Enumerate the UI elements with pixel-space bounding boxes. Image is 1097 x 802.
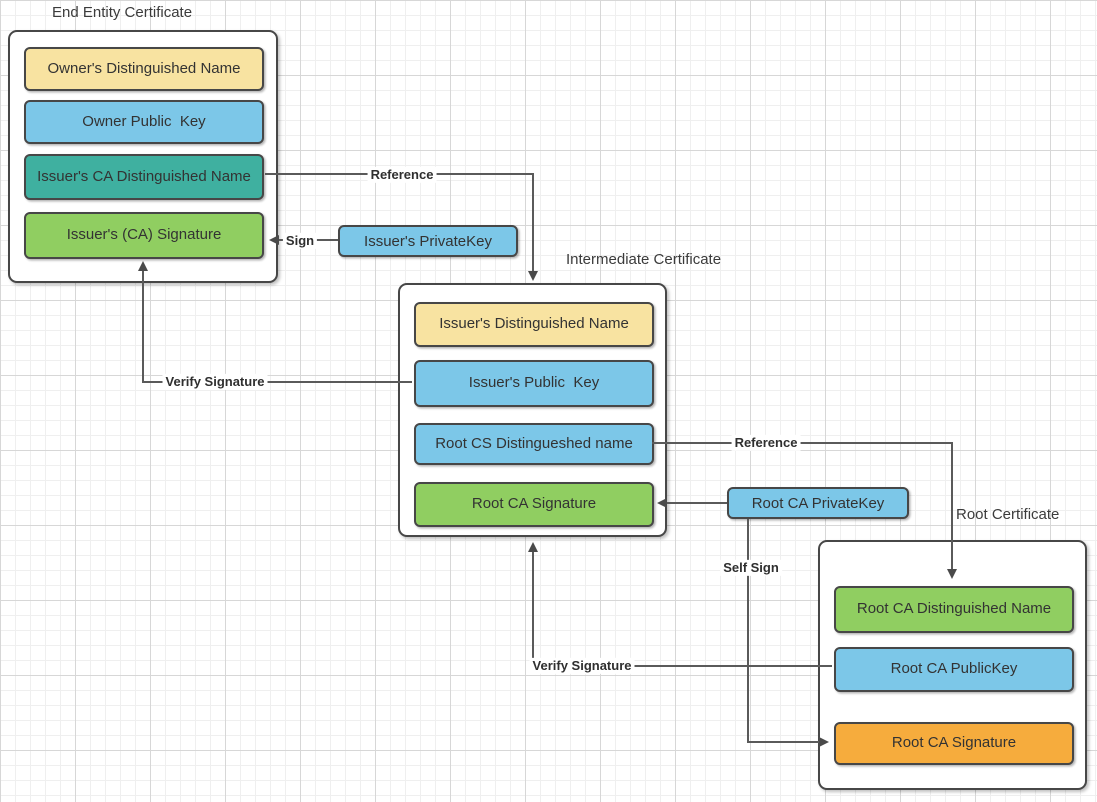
edge-label-verify-signature-bottom: Verify Signature — [529, 657, 635, 675]
root-certificate[interactable]: Root CA Distinguished Name Root CA Publi… — [818, 540, 1087, 790]
end-entity-certificate[interactable]: Owner's Distinguished Name Owner Public … — [8, 30, 278, 283]
edge-label-reference-middle: Reference — [731, 434, 801, 452]
intermediate-certificate[interactable]: Issuer's Distinguished Name Issuer's Pub… — [398, 283, 667, 537]
edge-label-self-sign: Self Sign — [720, 559, 782, 577]
field-issuer-ca-signature[interactable]: Issuer's (CA) Signature — [24, 212, 264, 259]
end-entity-certificate-title: End Entity Certificate — [52, 4, 193, 21]
issuer-private-key-shape[interactable]: Issuer's PrivateKey — [338, 225, 518, 257]
edge-label-reference-top: Reference — [367, 166, 437, 184]
field-root-ca-public-key[interactable]: Root CA PublicKey — [834, 647, 1074, 692]
edge-label-verify-signature-left: Verify Signature — [162, 373, 268, 391]
field-root-ca-signature-root[interactable]: Root CA Signature — [834, 722, 1074, 765]
edge-label-sign: Sign — [282, 232, 318, 250]
field-root-ca-signature-intermediate[interactable]: Root CA Signature — [414, 482, 654, 527]
field-issuer-ca-distinguished-name[interactable]: Issuer's CA Distinguished Name — [24, 154, 264, 200]
field-owner-public-key[interactable]: Owner Public Key — [24, 100, 264, 144]
field-owner-distinguished-name[interactable]: Owner's Distinguished Name — [24, 47, 264, 91]
field-root-cs-distinguished-name[interactable]: Root CS Distingueshed name — [414, 423, 654, 465]
field-root-ca-distinguished-name[interactable]: Root CA Distinguished Name — [834, 586, 1074, 633]
intermediate-certificate-title: Intermediate Certificate — [566, 251, 722, 268]
field-issuer-distinguished-name[interactable]: Issuer's Distinguished Name — [414, 302, 654, 347]
root-certificate-title: Root Certificate — [956, 506, 1060, 523]
root-ca-private-key-shape[interactable]: Root CA PrivateKey — [727, 487, 909, 519]
field-issuer-public-key[interactable]: Issuer's Public Key — [414, 360, 654, 407]
